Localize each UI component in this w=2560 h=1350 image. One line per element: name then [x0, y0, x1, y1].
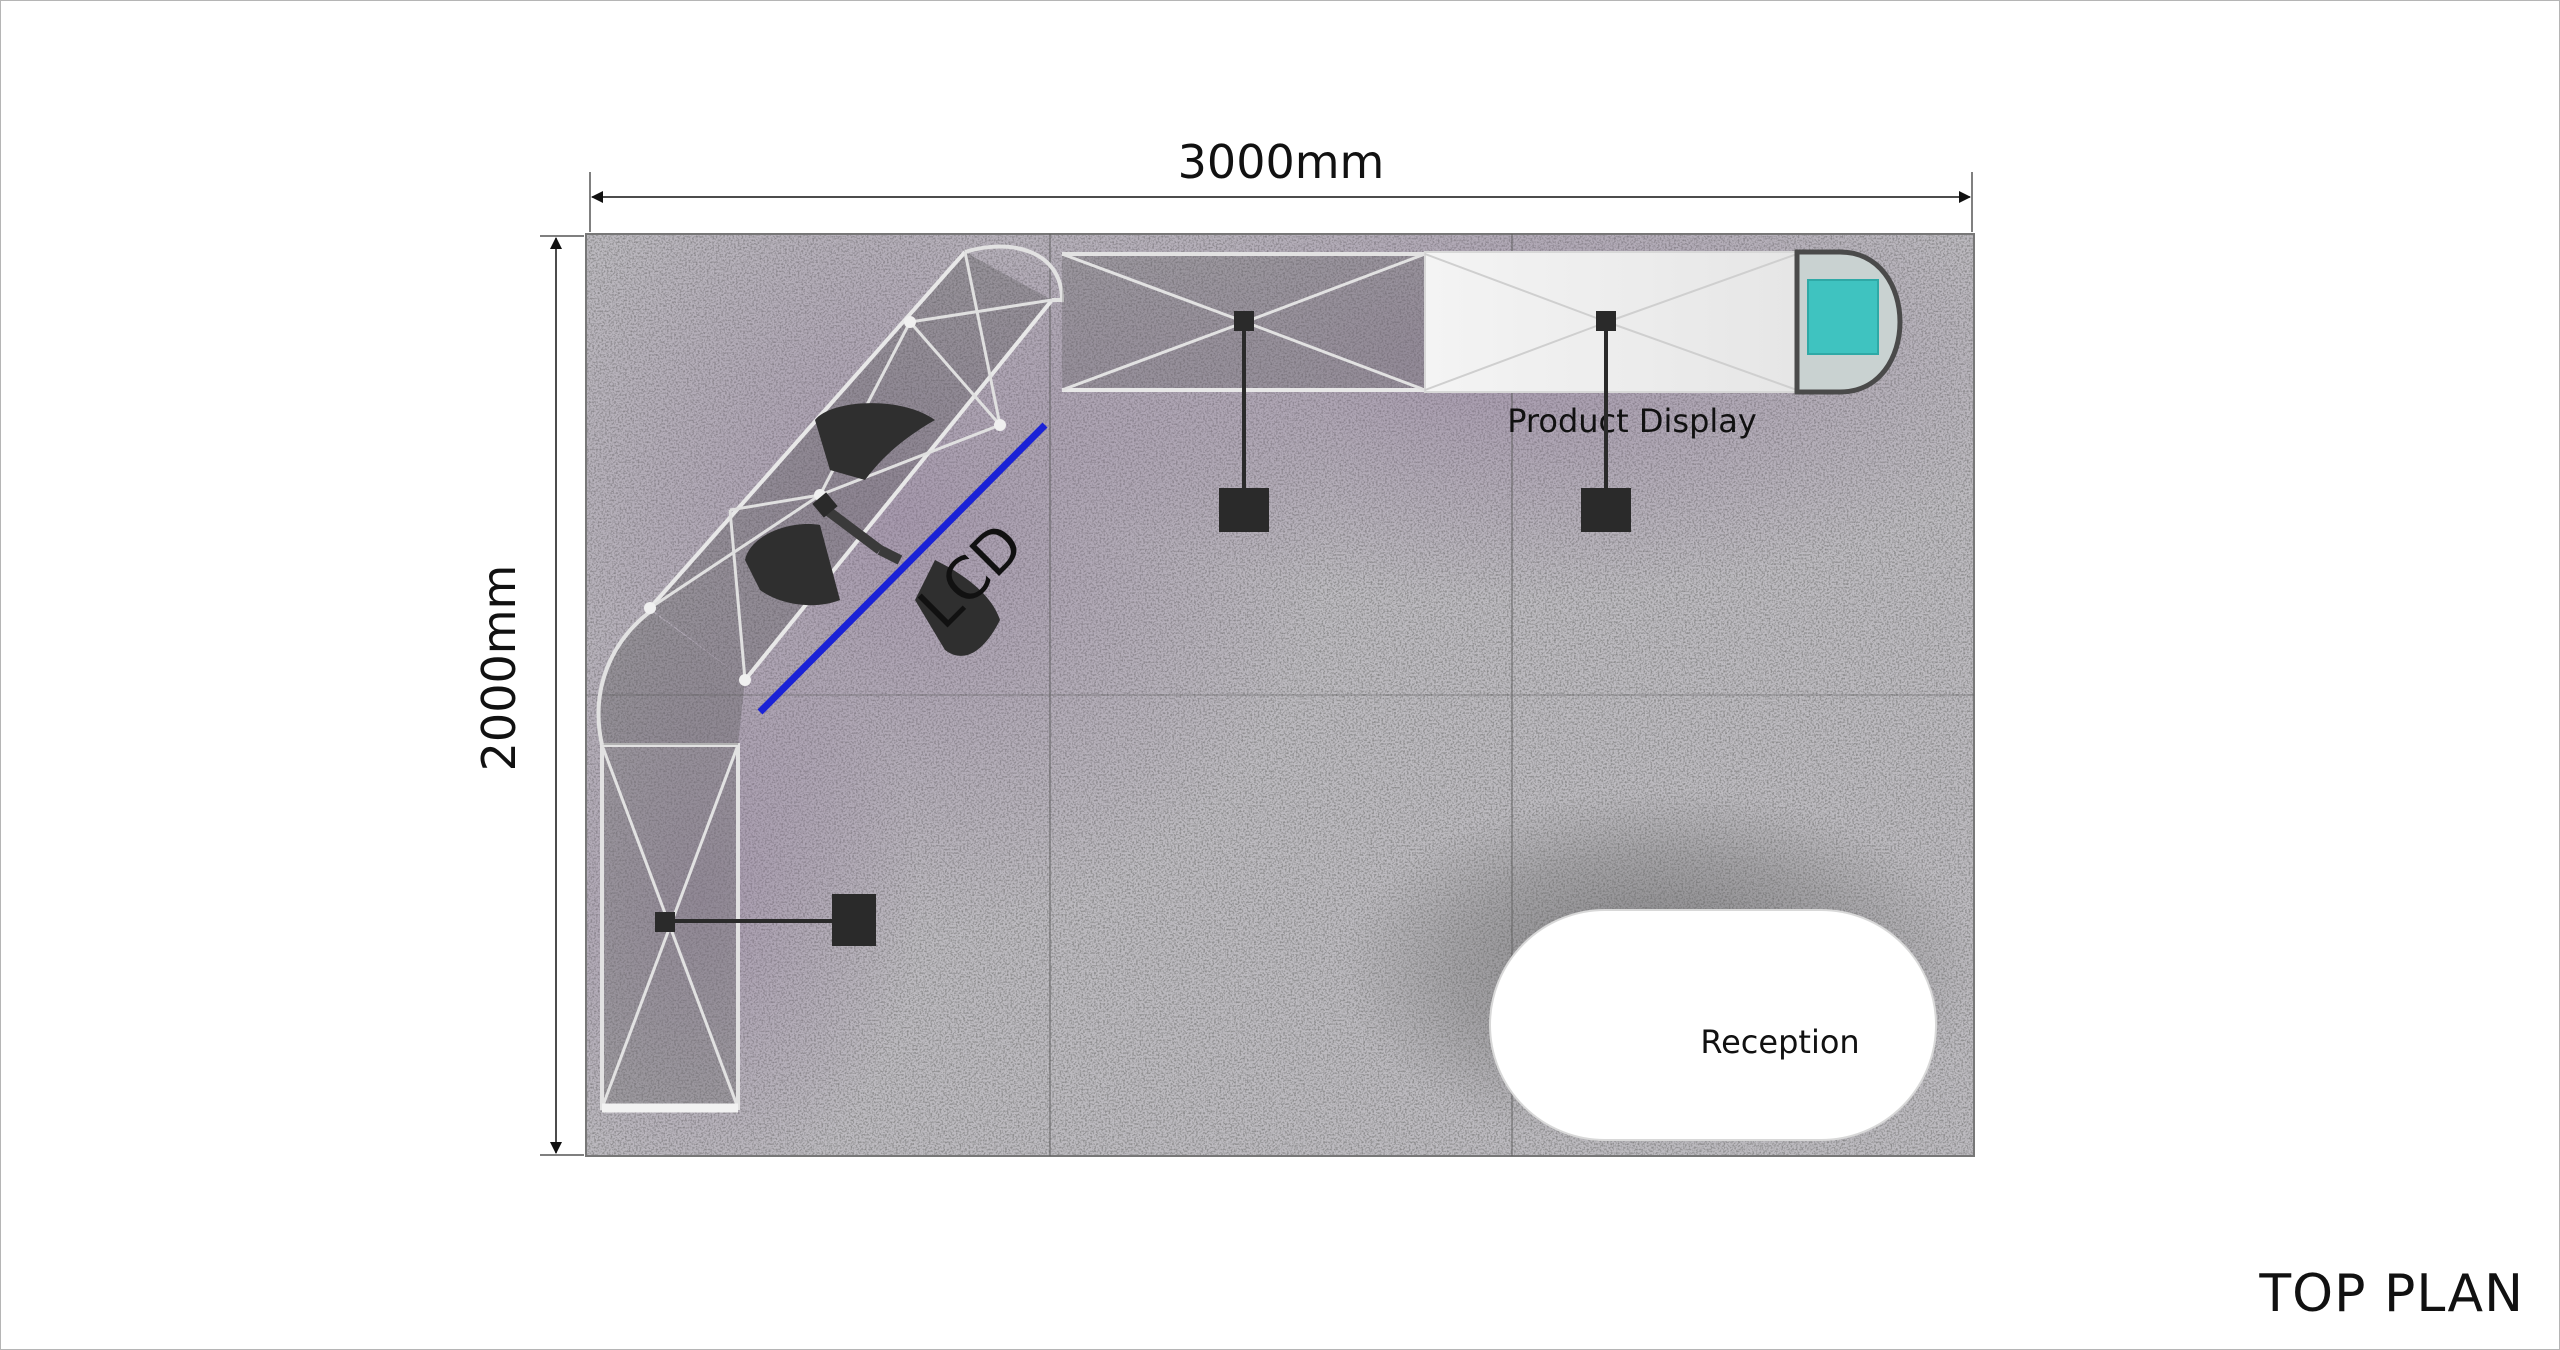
- product-display: Product Display: [1424, 249, 1903, 440]
- arm-light-3: [655, 894, 876, 946]
- depth-dimension: 2000mm: [472, 235, 584, 1156]
- arm-light-4: [812, 492, 838, 518]
- arm-light-2: [1581, 311, 1631, 532]
- drawing-title: TOP PLAN: [2259, 1264, 2524, 1324]
- width-dimension: 3000mm: [589, 135, 1973, 232]
- width-dimension-label: 3000mm: [1178, 135, 1385, 189]
- arm-light-1: [1219, 311, 1269, 532]
- curved-end-left: [596, 606, 745, 746]
- lcd-stand: [745, 403, 1000, 656]
- reception-counter: Reception: [1340, 790, 1980, 1150]
- depth-dimension-label: 2000mm: [472, 565, 526, 772]
- product-display-label: Product Display: [1507, 402, 1757, 440]
- reception-label: Reception: [1700, 1023, 1859, 1061]
